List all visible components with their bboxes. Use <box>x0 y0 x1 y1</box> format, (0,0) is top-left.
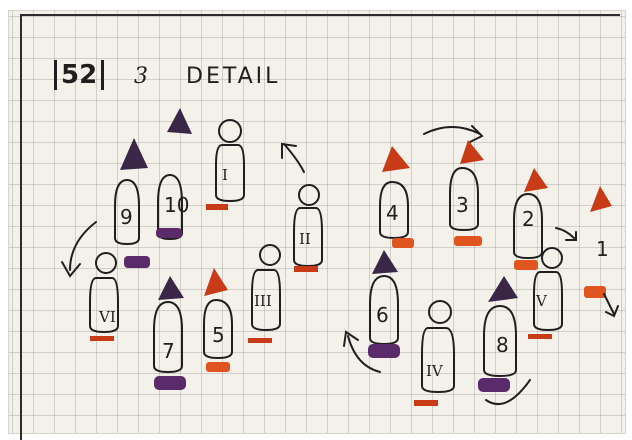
figure-3-label: 3 <box>456 193 469 217</box>
figure-10-label: 10 <box>164 193 189 217</box>
figure-VI-left-label: VI <box>98 308 116 326</box>
figure-5-label: 5 <box>212 323 225 347</box>
figure-8: 8 <box>478 276 530 404</box>
figure-1-label: 1 <box>596 237 609 261</box>
figure-II-label: II <box>299 230 311 248</box>
arrow-small-right <box>556 228 574 238</box>
figure-4: 4 <box>380 146 414 248</box>
figure-III-label: III <box>254 292 272 310</box>
figure-I-label: I <box>222 166 228 184</box>
figure-IV-label: IV <box>426 362 444 380</box>
figure-IV: IV <box>414 301 454 406</box>
figure-7: 7 <box>154 276 186 390</box>
figure-7-label: 7 <box>162 339 175 363</box>
arrow-down-right <box>604 294 614 314</box>
figure-VI-left: VI <box>90 253 118 341</box>
arrowhead <box>470 126 482 142</box>
figure-6: 6 <box>368 250 400 358</box>
figure-I: I <box>206 120 244 210</box>
figure-III: III <box>248 245 280 343</box>
figure-6-label: 6 <box>376 303 389 327</box>
figure-3: 3 <box>450 140 484 246</box>
figure-5: 5 <box>204 268 232 372</box>
figure-8-label: 8 <box>496 333 509 357</box>
figure-10: 10 <box>156 108 192 239</box>
arrow-down-left <box>70 222 96 270</box>
figure-9-label: 9 <box>120 205 133 229</box>
figure-2-label: 2 <box>522 207 535 231</box>
figure-4-label: 4 <box>386 201 399 225</box>
arrow-up-left <box>284 144 304 172</box>
figure-II: II <box>294 185 322 272</box>
figure-1: 1 <box>584 186 618 316</box>
figure-9: 9 <box>115 138 150 268</box>
arrow-right <box>424 127 480 134</box>
figure-V-label: V <box>535 292 548 310</box>
